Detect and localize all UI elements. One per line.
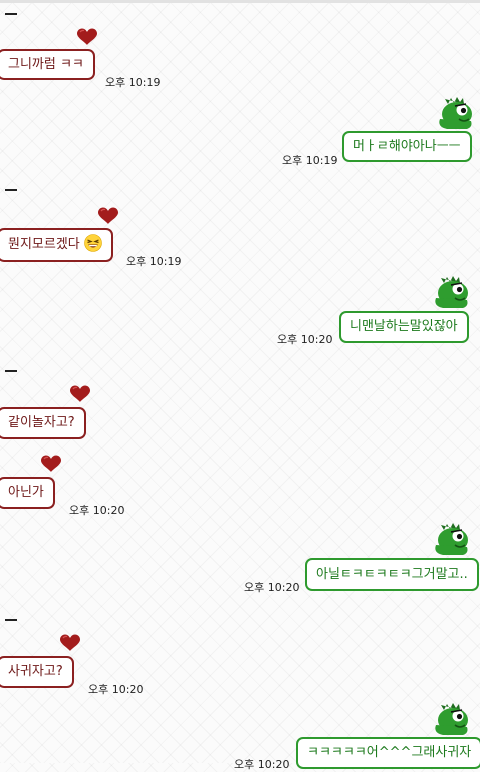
message-bubble-incoming[interactable]: 아닌가 — [0, 477, 55, 509]
message-bubble-outgoing[interactable]: 아닐ㅌㅋㅌㅋㅌㅋ그거말고.. — [305, 558, 479, 591]
message-text: 니맨날하는말있잖아 — [350, 319, 458, 334]
heart-icon[interactable] — [76, 28, 98, 46]
green-dinosaur-icon[interactable] — [433, 523, 469, 557]
message-time: 오후 10:20 — [69, 504, 125, 517]
message-time: 오후 10:19 — [105, 76, 161, 89]
message-bubble-outgoing[interactable]: 머ㅏㄹ해야아나ㅡㅡ — [342, 131, 472, 162]
message-text: 그니까럼 ㅋㅋ — [8, 57, 84, 72]
grinning-squint-emoji-icon — [84, 234, 102, 252]
message-bubble-outgoing[interactable]: 니맨날하는말있잖아 — [339, 311, 469, 343]
heart-icon[interactable] — [40, 455, 62, 473]
message-bubble-incoming[interactable]: 뭔지모르겠다 — [0, 228, 113, 262]
sender-name-marker — [5, 13, 17, 15]
message-time: 오후 10:20 — [88, 683, 144, 696]
message-time: 오후 10:20 — [277, 333, 333, 346]
message-bubble-incoming[interactable]: 그니까럼 ㅋㅋ — [0, 49, 95, 80]
message-text: 머ㅏㄹ해야아나ㅡㅡ — [353, 139, 461, 154]
message-bubble-incoming[interactable]: 사귀자고? — [0, 656, 74, 688]
message-text: 아닌가 — [8, 485, 44, 500]
message-text: 아닐ㅌㅋㅌㅋㅌㅋ그거말고.. — [316, 567, 468, 582]
green-dinosaur-icon[interactable] — [437, 97, 473, 131]
message-text: 뭔지모르겠다 — [8, 237, 80, 252]
green-dinosaur-icon[interactable] — [433, 276, 469, 310]
message-time: 오후 10:19 — [282, 154, 338, 167]
sender-name-marker — [5, 189, 17, 191]
heart-icon[interactable] — [69, 385, 91, 403]
sender-name-marker — [5, 619, 17, 621]
top-divider — [0, 0, 480, 3]
message-bubble-outgoing[interactable]: ㅋㅋㅋㅋㅋ어^^^그래사귀자 — [296, 737, 480, 769]
message-text: ㅋㅋㅋㅋㅋ어^^^그래사귀자 — [307, 745, 472, 760]
message-time: 오후 10:19 — [126, 255, 182, 268]
green-dinosaur-icon[interactable] — [433, 703, 469, 737]
heart-icon[interactable] — [97, 207, 119, 225]
message-time: 오후 10:20 — [234, 758, 290, 771]
message-time: 오후 10:20 — [244, 581, 300, 594]
message-text: 사귀자고? — [8, 664, 63, 679]
heart-icon[interactable] — [59, 634, 81, 652]
message-bubble-incoming[interactable]: 같이놀자고? — [0, 407, 86, 439]
message-text: 같이놀자고? — [8, 415, 75, 430]
sender-name-marker — [5, 370, 17, 372]
